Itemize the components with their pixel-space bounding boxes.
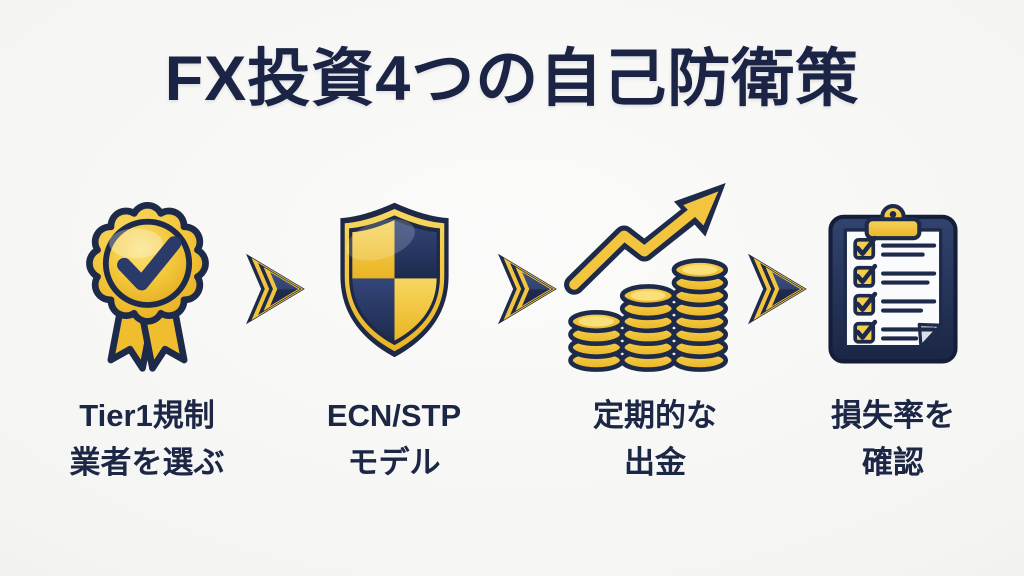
clipboard-checklist-icon (778, 180, 1008, 380)
step-label-line2: モデル (347, 445, 441, 480)
step-label: ECN/STP モデル (279, 392, 509, 486)
page-title: FX投資4つの自己防衛策 (164, 44, 860, 114)
step-label: 損失率を 確認 (778, 392, 1008, 486)
step-label: Tier1規制 業者を選ぶ (32, 392, 262, 486)
step-ecn-stp: ECN/STP モデル (279, 180, 509, 486)
arrow-right-icon (477, 244, 561, 334)
step-label-line2: 確認 (862, 445, 924, 480)
step-label-line1: 損失率を (831, 398, 955, 433)
step-label-line1: Tier1規制 (79, 398, 215, 433)
step-label-line1: ECN/STP (326, 398, 462, 433)
shield-quartered-icon (279, 180, 509, 380)
arrow-right-icon (727, 244, 811, 334)
step-loss-rate-check: 損失率を 確認 (778, 180, 1008, 486)
coins-growth-icon (540, 180, 770, 380)
medal-check-icon (32, 180, 262, 380)
step-label-line2: 出金 (624, 445, 686, 480)
step-regular-withdrawal: 定期的な 出金 (540, 180, 770, 486)
arrow-right-icon (225, 244, 309, 334)
step-tier1-broker: Tier1規制 業者を選ぶ (32, 180, 262, 486)
step-label: 定期的な 出金 (540, 392, 770, 486)
step-label-line2: 業者を選ぶ (69, 445, 225, 480)
step-label-line1: 定期的な (593, 398, 717, 433)
